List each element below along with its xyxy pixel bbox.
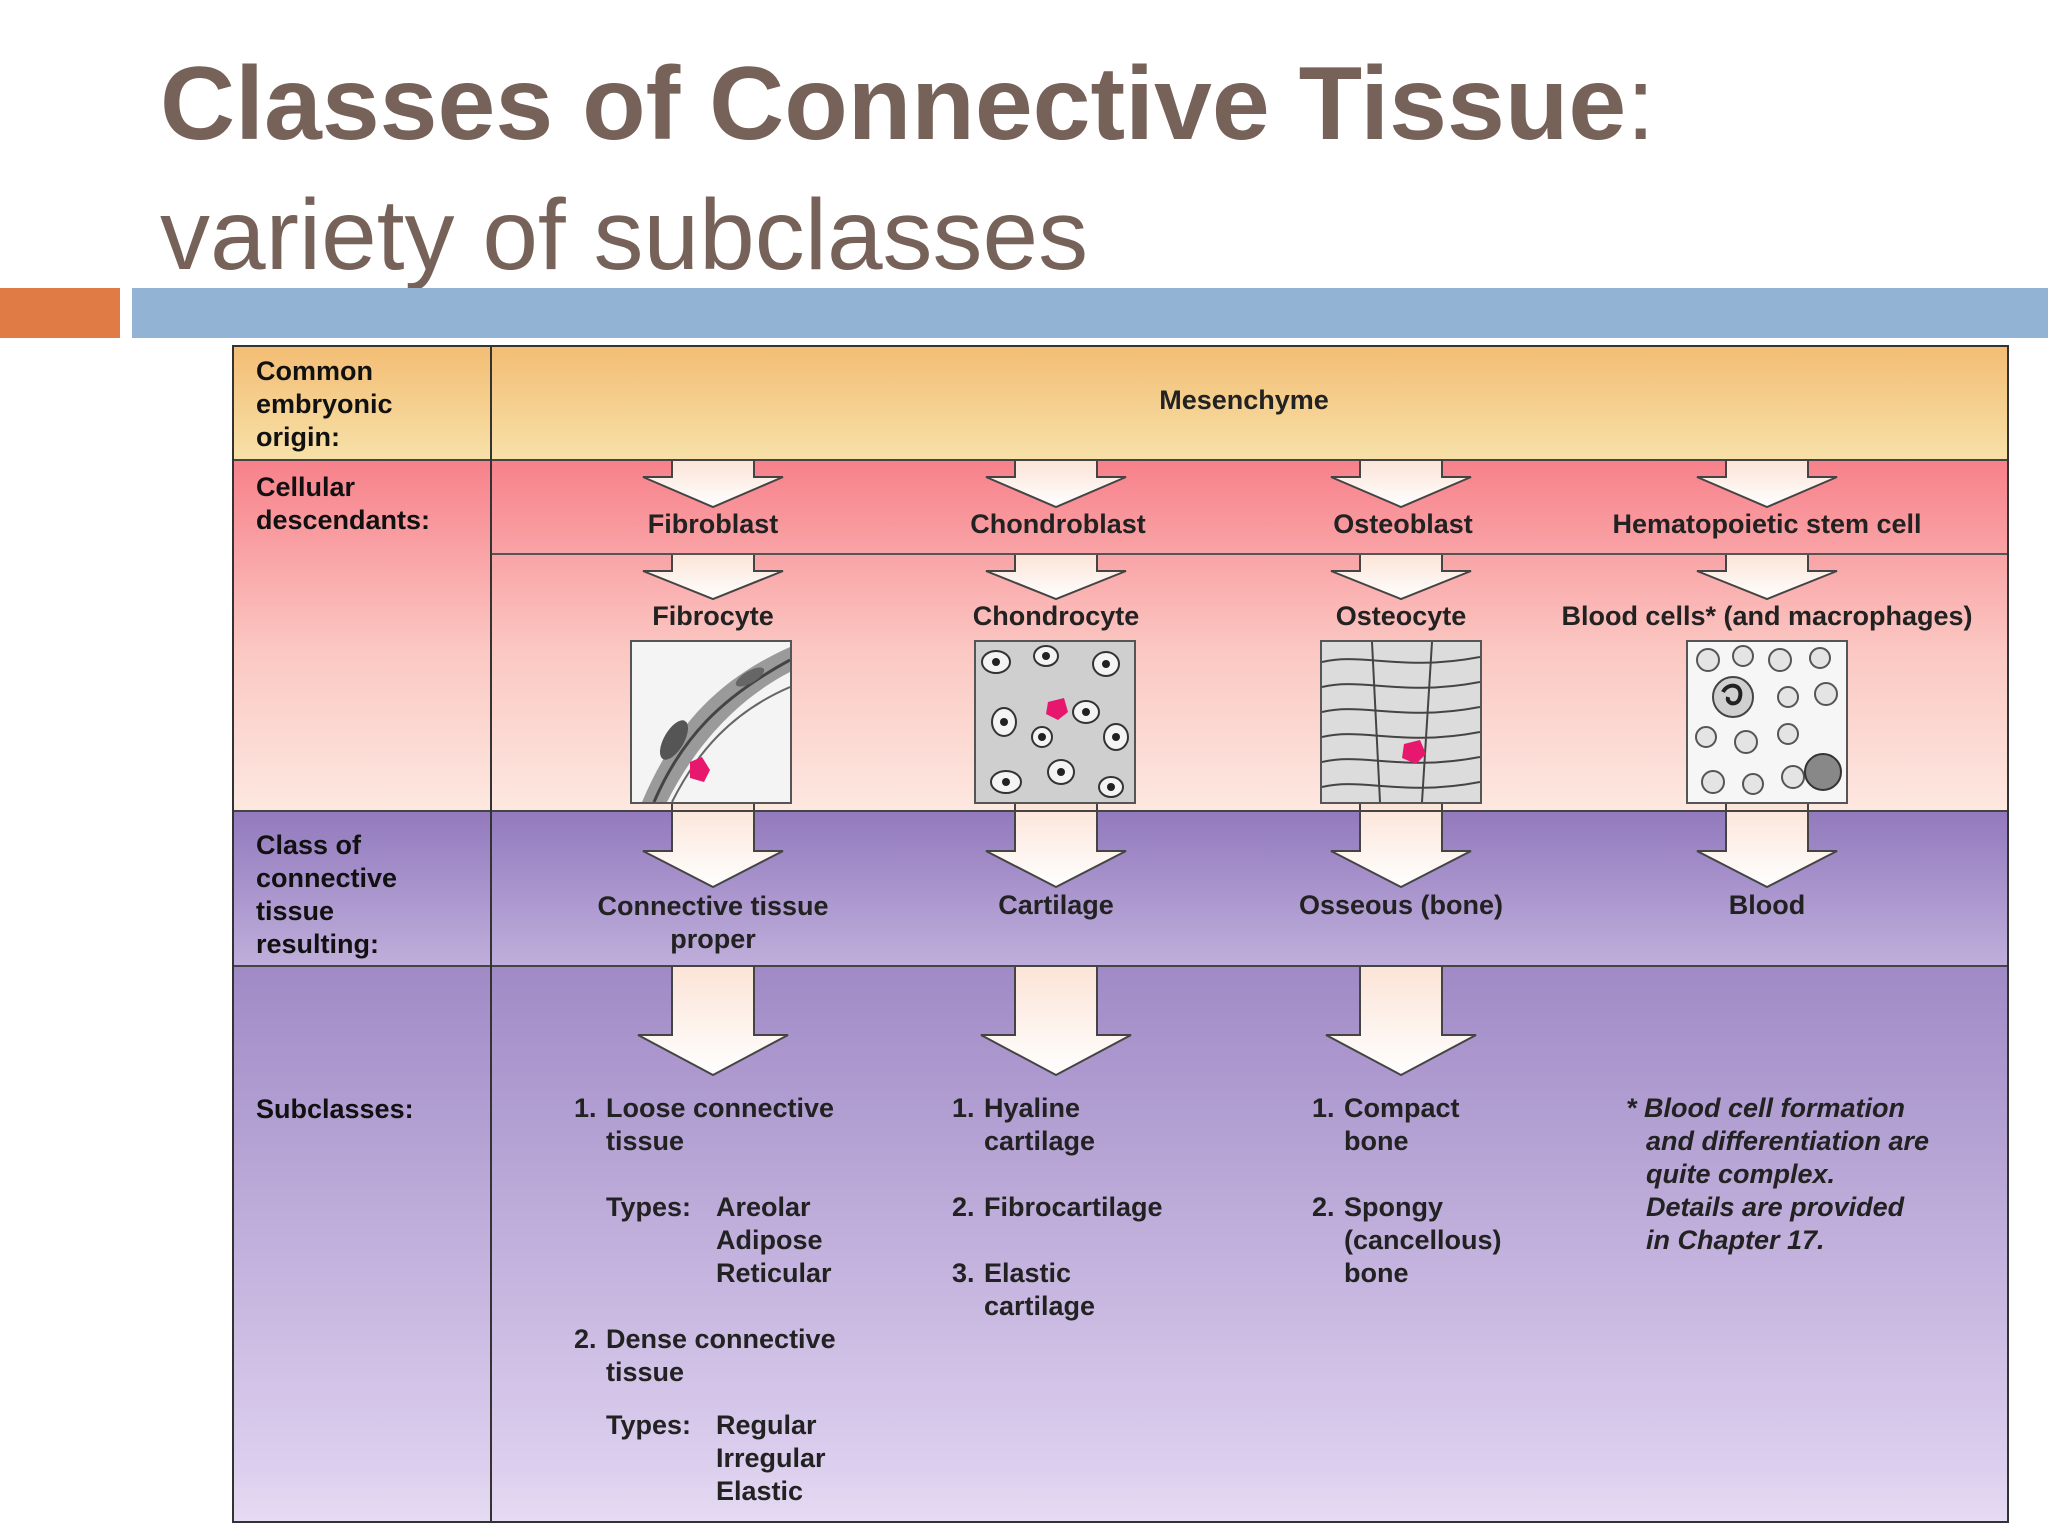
sub-num: 1.: [952, 1093, 975, 1123]
row-label-cellular: Cellular descendants:: [256, 471, 430, 537]
sub-num: 2.: [574, 1324, 597, 1354]
row-label-line: origin:: [256, 422, 340, 452]
sub-num: 2.: [952, 1192, 975, 1222]
sub-types-label: Types:: [606, 1192, 692, 1222]
slide-title: Classes of Connective Tissue:: [160, 44, 1655, 164]
sub-type: Regular: [716, 1410, 817, 1440]
row-label-line: Cellular: [256, 472, 356, 502]
down-arrow-icon: [642, 459, 784, 509]
note-line: and differentiation are: [1646, 1126, 1930, 1156]
title-bold: Classes of Connective Tissue: [160, 46, 1627, 162]
sub-item: Loose connective: [606, 1093, 835, 1123]
slide-subtitle: variety of subclasses: [160, 179, 1089, 291]
down-arrow-icon: [1330, 553, 1472, 601]
row-label-line: Class of: [256, 830, 362, 860]
sub-item: (cancellous): [1344, 1225, 1502, 1255]
row-label-line: connective: [256, 863, 398, 893]
class-blood: Blood: [1728, 890, 1806, 920]
row-label-line: embryonic: [256, 389, 393, 419]
sub-item: tissue: [606, 1126, 685, 1156]
sub-item: Elastic: [984, 1258, 1072, 1288]
row-label-line: descendants:: [256, 505, 431, 535]
connective-tissue-diagram: Common embryonic origin: Cellular descen…: [232, 345, 2009, 1523]
sub-item: Fibrocartilage: [984, 1192, 1163, 1222]
sub-num: 1.: [1312, 1093, 1335, 1123]
sub-num: 2.: [1312, 1192, 1335, 1222]
sub-item: cartilage: [984, 1126, 1096, 1156]
cell-hematopoietic-stem-cell: Hematopoietic stem cell: [1612, 509, 1922, 539]
band-subclasses: [234, 965, 2007, 1521]
down-arrow-icon: [1696, 802, 1838, 889]
note-line: Details are provided: [1646, 1192, 1905, 1222]
sub-item: Spongy: [1344, 1192, 1443, 1222]
chondrocyte-micrograph-icon: [974, 640, 1136, 804]
row-label-line: resulting:: [256, 929, 380, 959]
origin-mesenchyme: Mesenchyme: [1159, 385, 1329, 415]
class-connective-tissue-proper: Connective tissue proper: [597, 890, 828, 956]
blood-cells-micrograph-icon: [1686, 640, 1848, 804]
sub-item: tissue: [606, 1357, 685, 1387]
row-label-line: tissue: [256, 896, 335, 926]
sub-type: Elastic: [716, 1476, 804, 1506]
class-cartilage: Cartilage: [998, 890, 1114, 920]
sub-type: Irregular: [716, 1443, 826, 1473]
note-line: in Chapter 17.: [1646, 1225, 1825, 1255]
sub-type: Areolar: [716, 1192, 811, 1222]
class-line: proper: [670, 924, 756, 954]
class-osseous-bone: Osseous (bone): [1298, 890, 1504, 920]
accent-bar-blue: [132, 288, 2048, 338]
down-arrow-icon: [1330, 802, 1472, 889]
sub-type: Adipose: [716, 1225, 823, 1255]
divider-blasts: [492, 553, 2007, 555]
divider-labels: [490, 347, 492, 1521]
sub-num: 1.: [574, 1093, 597, 1123]
down-arrow-icon: [1330, 459, 1472, 509]
class-line: Connective tissue: [597, 891, 829, 921]
note-line: quite complex.: [1646, 1159, 1836, 1189]
divider-cellular: [234, 810, 2007, 812]
cell-chondrocyte: Chondrocyte: [972, 601, 1140, 631]
sub-item: bone: [1344, 1258, 1409, 1288]
title-colon: :: [1626, 46, 1656, 162]
band-origin: [234, 347, 2007, 459]
down-arrow-icon: [642, 802, 784, 889]
down-arrow-icon: [980, 965, 1132, 1077]
cell-osteocyte: Osteocyte: [1335, 601, 1467, 631]
cell-chondroblast: Chondroblast: [970, 509, 1146, 539]
down-arrow-icon: [1325, 965, 1477, 1077]
cell-osteoblast: Osteoblast: [1333, 509, 1473, 539]
down-arrow-icon: [985, 802, 1127, 889]
row-label-line: Common: [256, 356, 373, 386]
cell-fibroblast: Fibroblast: [647, 509, 779, 539]
down-arrow-icon: [1696, 459, 1838, 509]
note-line: * Blood cell formation: [1626, 1093, 1906, 1123]
sub-item: bone: [1344, 1126, 1409, 1156]
down-arrow-icon: [985, 459, 1127, 509]
sub-num: 3.: [952, 1258, 975, 1288]
accent-bar-orange: [0, 288, 120, 338]
sub-item: Compact: [1344, 1093, 1460, 1123]
row-label-origin: Common embryonic origin:: [256, 355, 393, 454]
divider-origin: [234, 459, 2007, 461]
sub-item: Dense connective: [606, 1324, 836, 1354]
sub-type: Reticular: [716, 1258, 832, 1288]
down-arrow-icon: [637, 965, 789, 1077]
cell-fibrocyte: Fibrocyte: [652, 601, 774, 631]
sub-item: cartilage: [984, 1291, 1096, 1321]
sub-types-label: Types:: [606, 1410, 692, 1440]
row-label-class: Class of connective tissue resulting:: [256, 829, 397, 961]
arrows-layer: [637, 459, 1838, 1077]
down-arrow-icon: [1696, 553, 1838, 601]
divider-class: [234, 965, 2007, 967]
down-arrow-icon: [985, 553, 1127, 601]
osteocyte-micrograph-icon: [1320, 640, 1482, 804]
band-class: [234, 810, 2007, 965]
down-arrow-icon: [642, 553, 784, 601]
row-label-subclasses: Subclasses:: [256, 1094, 414, 1124]
cell-blood-cells: Blood cells* (and macrophages): [1561, 601, 1973, 631]
sub-item: Hyaline: [984, 1093, 1081, 1123]
fibrocyte-micrograph-icon: [630, 640, 792, 804]
